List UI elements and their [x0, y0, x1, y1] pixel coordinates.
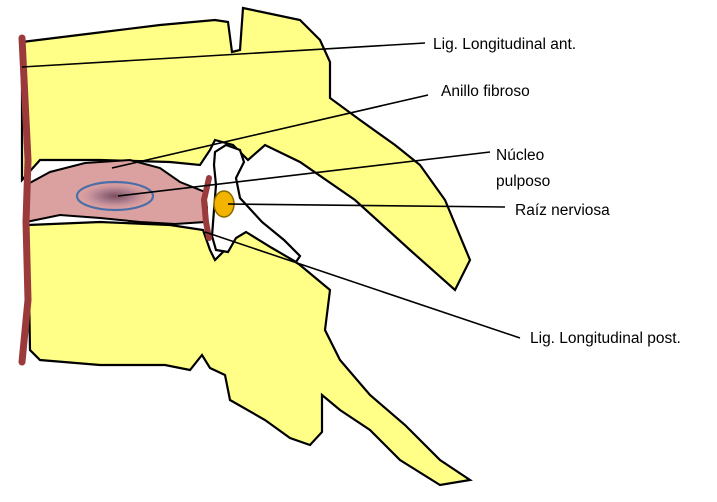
label-lig-post: Lig. Longitudinal post.: [530, 330, 681, 347]
posterior-ligament: [204, 178, 209, 238]
label-nucleo-2: pulposo: [496, 173, 550, 190]
label-lig-ant: Lig. Longitudinal ant.: [433, 36, 576, 53]
label-anillo: Anillo fibroso: [441, 83, 530, 100]
anterior-ligament: [22, 38, 28, 362]
lower-vertebra: [28, 222, 470, 485]
label-raiz: Raíz nerviosa: [515, 202, 610, 219]
label-nucleo-1: Núcleo: [496, 147, 544, 164]
